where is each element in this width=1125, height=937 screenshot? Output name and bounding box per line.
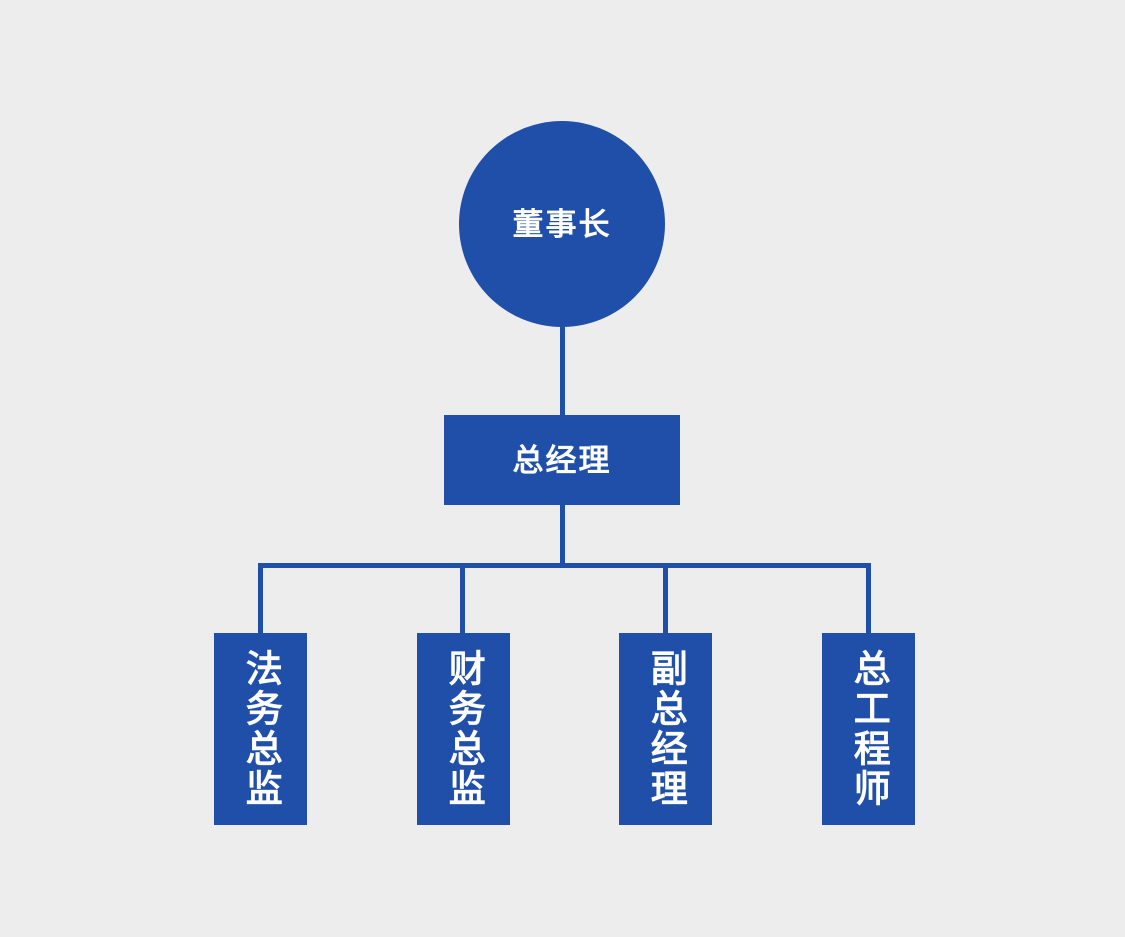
org-node-deputy-general-manager[interactable]: 副总经理: [619, 633, 712, 825]
org-node-finance-director-label: 财务总监: [443, 649, 485, 809]
org-node-legal-director[interactable]: 法务总监: [214, 633, 307, 825]
org-node-chief-engineer-label: 总工程师: [848, 649, 890, 809]
org-node-legal-director-label: 法务总监: [240, 649, 282, 809]
org-node-chairman[interactable]: 董事长: [459, 121, 665, 327]
org-node-chief-engineer[interactable]: 总工程师: [822, 633, 915, 825]
org-node-finance-director[interactable]: 财务总监: [417, 633, 510, 825]
org-node-deputy-general-manager-label: 副总经理: [645, 649, 687, 809]
org-node-chairman-label: 董事长: [512, 206, 612, 242]
org-node-general-manager[interactable]: 总经理: [444, 415, 680, 505]
org-node-general-manager-label: 总经理: [512, 442, 612, 478]
